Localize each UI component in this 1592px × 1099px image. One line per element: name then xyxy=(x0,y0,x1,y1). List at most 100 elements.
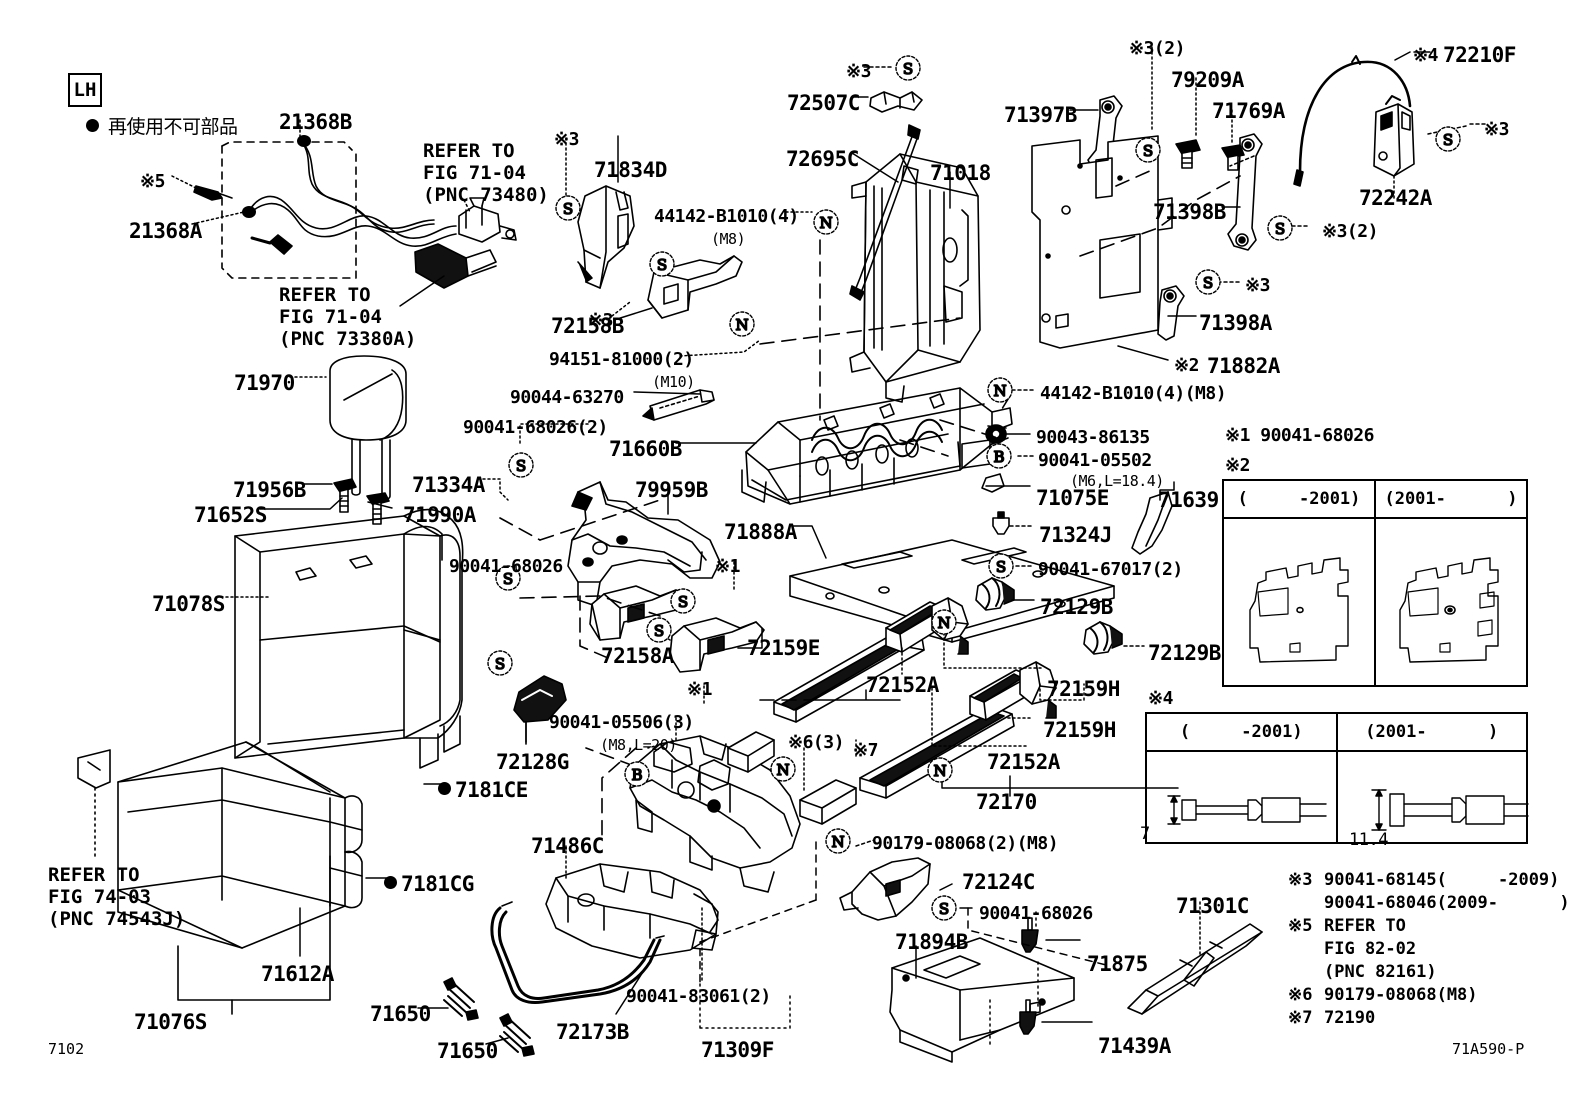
svg-text:S: S xyxy=(495,655,505,673)
variant-table-note4: ( -2001) (2001- ) xyxy=(1145,712,1528,844)
part-label-72129B: 72129B xyxy=(1148,641,1221,665)
part-label-90041055063: 90041-05506(3) xyxy=(549,712,694,733)
refer-line: FIG 71-04 xyxy=(423,162,526,184)
part-label-4: ※4 xyxy=(1413,45,1438,66)
footnote-marker: ※6 xyxy=(1288,985,1313,1005)
footnote-row: FIG 82-02 xyxy=(1288,938,1570,961)
svg-text:N: N xyxy=(776,761,789,779)
part-label-71398A: 71398A xyxy=(1199,311,1272,335)
part-label-M8: (M8) xyxy=(711,230,746,248)
part-label-7181CE: 7181CE xyxy=(455,778,528,802)
footnote-marker: ※3 xyxy=(1288,870,1313,890)
pin-90044-63270 xyxy=(642,389,715,421)
part-label-72173B: 72173B xyxy=(556,1020,629,1044)
table4-header-left: ( -2001) xyxy=(1147,714,1338,750)
part-label-7: ※7 xyxy=(853,740,878,761)
svg-text:B: B xyxy=(631,766,642,784)
part-label-71990A: 71990A xyxy=(403,503,476,527)
footnote-marker: ※5 xyxy=(1288,916,1313,936)
table4-cell-left xyxy=(1147,752,1338,844)
rail-piece-a xyxy=(727,731,775,773)
part-label-71612A: 71612A xyxy=(261,962,334,986)
grommet-71439A xyxy=(1019,999,1037,1035)
spring-71650-1 xyxy=(443,977,479,1021)
part-label-71650: 71650 xyxy=(370,1002,431,1026)
part-label-72242A: 72242A xyxy=(1359,186,1432,210)
footnote-text: 90041-68145( -2009) xyxy=(1324,870,1560,890)
part-label-71018: 71018 xyxy=(930,161,991,185)
part-label-M10: (M10) xyxy=(652,373,695,391)
part-label-7181CG: 7181CG xyxy=(401,872,474,896)
part-label-72507C: 72507C xyxy=(787,91,860,115)
refer-line: REFER TO xyxy=(279,284,371,306)
table2-cell-left xyxy=(1224,519,1376,687)
part-label-71076S: 71076S xyxy=(134,1010,207,1034)
footnote-row: ※5 REFER TO xyxy=(1288,915,1570,938)
footnote-row: ※6 90179-08068(M8) xyxy=(1288,984,1570,1007)
svg-text:S: S xyxy=(563,200,573,218)
part-label-90041670172: 90041-67017(2) xyxy=(1038,559,1183,580)
table2-header-right: (2001- ) xyxy=(1384,489,1518,509)
part-label-32: ※3(2) xyxy=(1322,221,1378,242)
part-label-9004168026: 90041-68026 xyxy=(449,556,563,577)
part-label-9004386135: 90043-86135 xyxy=(1036,427,1150,448)
svg-text:S: S xyxy=(1143,142,1153,160)
part-label-72695C: 72695C xyxy=(786,147,859,171)
drawing-code: 71A590-P xyxy=(1452,1040,1525,1058)
part-label-63: ※6(3) xyxy=(788,732,844,753)
part-label-3: ※3 xyxy=(846,61,871,82)
refer-line: (PNC 73480) xyxy=(423,184,549,206)
part-label-71769A: 71769A xyxy=(1212,99,1285,123)
headrest-71970 xyxy=(329,355,407,500)
part-label-71660B: 71660B xyxy=(609,437,682,461)
refer-line: (PNC 74543J) xyxy=(48,908,186,930)
part-label-71439A: 71439A xyxy=(1098,1034,1171,1058)
part-label-44142B10104M8: 44142-B1010(4)(M8) xyxy=(1040,383,1227,404)
refer-line: FIG 74-03 xyxy=(48,886,151,908)
reuse-dot-7181CG xyxy=(384,876,397,889)
part-label-3: ※3 xyxy=(588,310,613,331)
reuse-dot-icon xyxy=(86,119,99,132)
footnote-marker xyxy=(1288,938,1324,961)
footnote-marker xyxy=(1288,892,1324,915)
footnote-text: REFER TO xyxy=(1324,916,1406,936)
part-label-72152A: 72152A xyxy=(866,673,939,697)
panel-71888A xyxy=(789,539,1115,643)
table2-header-left: ( -2001) xyxy=(1224,481,1376,517)
spring-71650-2 xyxy=(499,1013,535,1057)
part-label-M6L184: (M6,L=18.4) xyxy=(1070,472,1164,490)
part-label-71639: 71639 xyxy=(1158,488,1219,512)
part-label-79959B: 79959B xyxy=(635,478,708,502)
svg-text:S: S xyxy=(1203,274,1213,292)
bolt-71990A xyxy=(366,492,390,525)
svg-text:S: S xyxy=(939,900,949,918)
part-label-9004463270: 90044-63270 xyxy=(510,387,624,408)
part-label-72128G: 72128G xyxy=(496,750,569,774)
bolt-71956B xyxy=(333,478,357,513)
part-label-21368B: 21368B xyxy=(279,110,352,134)
part-label-71834D: 71834D xyxy=(594,158,667,182)
part-label-M8L20: (M8,L=20) xyxy=(600,736,677,754)
part-label-72159H: 72159H xyxy=(1047,677,1120,701)
bracket-71834D xyxy=(577,185,635,289)
link-71397B xyxy=(1087,95,1123,177)
part-label-72158B: 72158B xyxy=(551,314,624,338)
part-label-72159E: 72159E xyxy=(747,636,820,660)
buckle-72242A xyxy=(1373,95,1415,177)
footnote-text: 72190 xyxy=(1324,1008,1376,1028)
footnote-text: (PNC 82161) xyxy=(1324,962,1437,982)
clip-72128G xyxy=(513,675,567,745)
part-label-71334A: 71334A xyxy=(412,473,485,497)
cover-71486C xyxy=(545,863,719,959)
rod-72695C xyxy=(849,124,921,301)
footnote-text: 90179-08068(M8) xyxy=(1324,985,1478,1005)
svg-text:N: N xyxy=(993,382,1006,400)
clamp-72158A xyxy=(589,585,685,641)
part-label-3: ※3 xyxy=(554,129,579,150)
svg-text:S: S xyxy=(903,60,913,78)
part-label-71956B: 71956B xyxy=(233,478,306,502)
part-label-71652S: 71652S xyxy=(194,503,267,527)
part-label-71970: 71970 xyxy=(234,371,295,395)
